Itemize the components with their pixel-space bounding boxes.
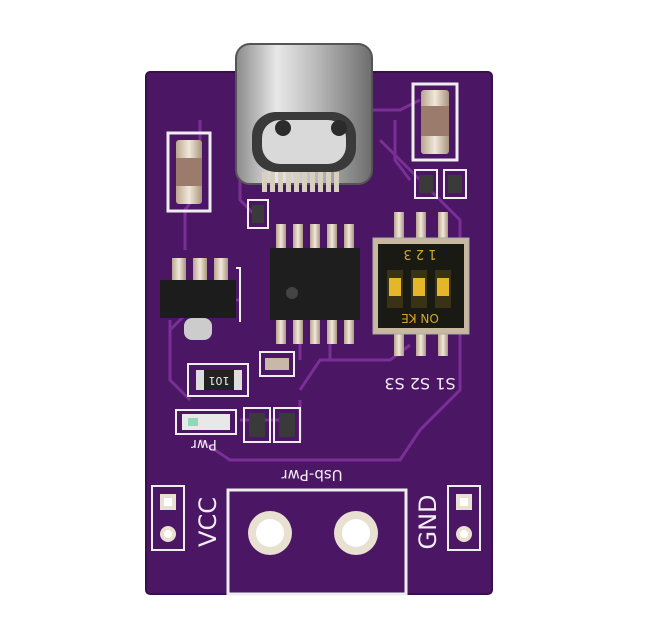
switch-numbers: 1 2 3 [403, 246, 436, 261]
switch-names: S1 S2 S3 [384, 374, 455, 393]
resistor-code: 101 [209, 374, 230, 387]
power-led [175, 409, 237, 435]
gnd-label: GND [414, 494, 442, 549]
ic-chip [270, 224, 360, 344]
pin-header-left [151, 485, 185, 551]
terminal-block [226, 488, 408, 596]
switch-state: ON KE [401, 311, 439, 325]
dip-switch: 1 2 3 ON KE [372, 212, 470, 356]
vcc-label: VCC [194, 497, 222, 547]
voltage-regulator [160, 258, 241, 340]
capacitor-right [411, 82, 459, 162]
capacitor-left [166, 131, 212, 213]
usb-c-connector [235, 43, 373, 192]
resistor-101: 101 [187, 363, 249, 397]
pwr-label: Pwr [191, 436, 217, 452]
usb-pwr-label: Usb-Pwr [281, 466, 343, 484]
pin-header-right [447, 485, 481, 551]
smd-components [243, 169, 467, 443]
